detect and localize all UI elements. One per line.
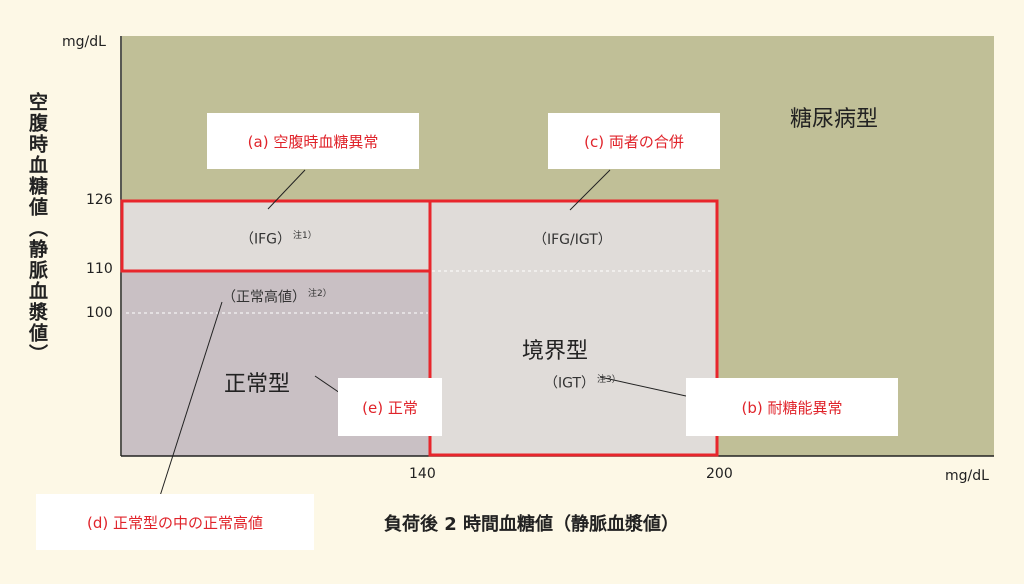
x-tick-200: 200 [706,466,733,482]
callout-b: (b) 耐糖能異常 [686,378,898,436]
callout-d: (d) 正常型の中の正常高値 [36,494,314,550]
x-tick-140: 140 [409,466,436,482]
leader-d [159,301,223,497]
x-unit-label: mg/dL [945,468,989,484]
y-tick-100: 100 [86,305,113,321]
y-tick-110: 110 [86,261,113,277]
ifg-label: （IFG）注1） [240,228,317,249]
callout-c: (c) 両者の合併 [548,113,720,169]
leader-e [314,375,341,394]
leader-c [569,169,611,211]
igt-text: （IGT） [544,375,596,392]
high-normal-note: 注2） [308,289,332,299]
diabetes-label: 糖尿病型 [790,107,879,132]
y-axis-title: 空腹時血糖値（静脈血漿値） [26,92,48,365]
leader-b [599,376,687,397]
igt-note: 注3） [597,375,621,385]
x-axis-title: 負荷後 2 時間血糖値（静脈血漿値） [384,514,680,535]
callout-a: (a) 空腹時血糖異常 [207,113,419,169]
callout-e: (e) 正常 [338,378,442,436]
high-normal-text: （正常高値） [222,289,306,306]
y-tick-126: 126 [86,192,113,208]
ifg-note: 注1） [293,231,317,241]
y-unit-label: mg/dL [62,34,106,50]
ifg-text: （IFG） [240,231,292,248]
borderline-label: 境界型 [522,339,589,364]
high-normal-label: （正常高値）注2） [222,286,332,307]
leader-a [267,169,306,210]
ifg-igt-label: （IFG/IGT） [533,232,612,248]
igt-label: （IGT）注3） [544,372,621,393]
normal-label: 正常型 [224,372,291,397]
